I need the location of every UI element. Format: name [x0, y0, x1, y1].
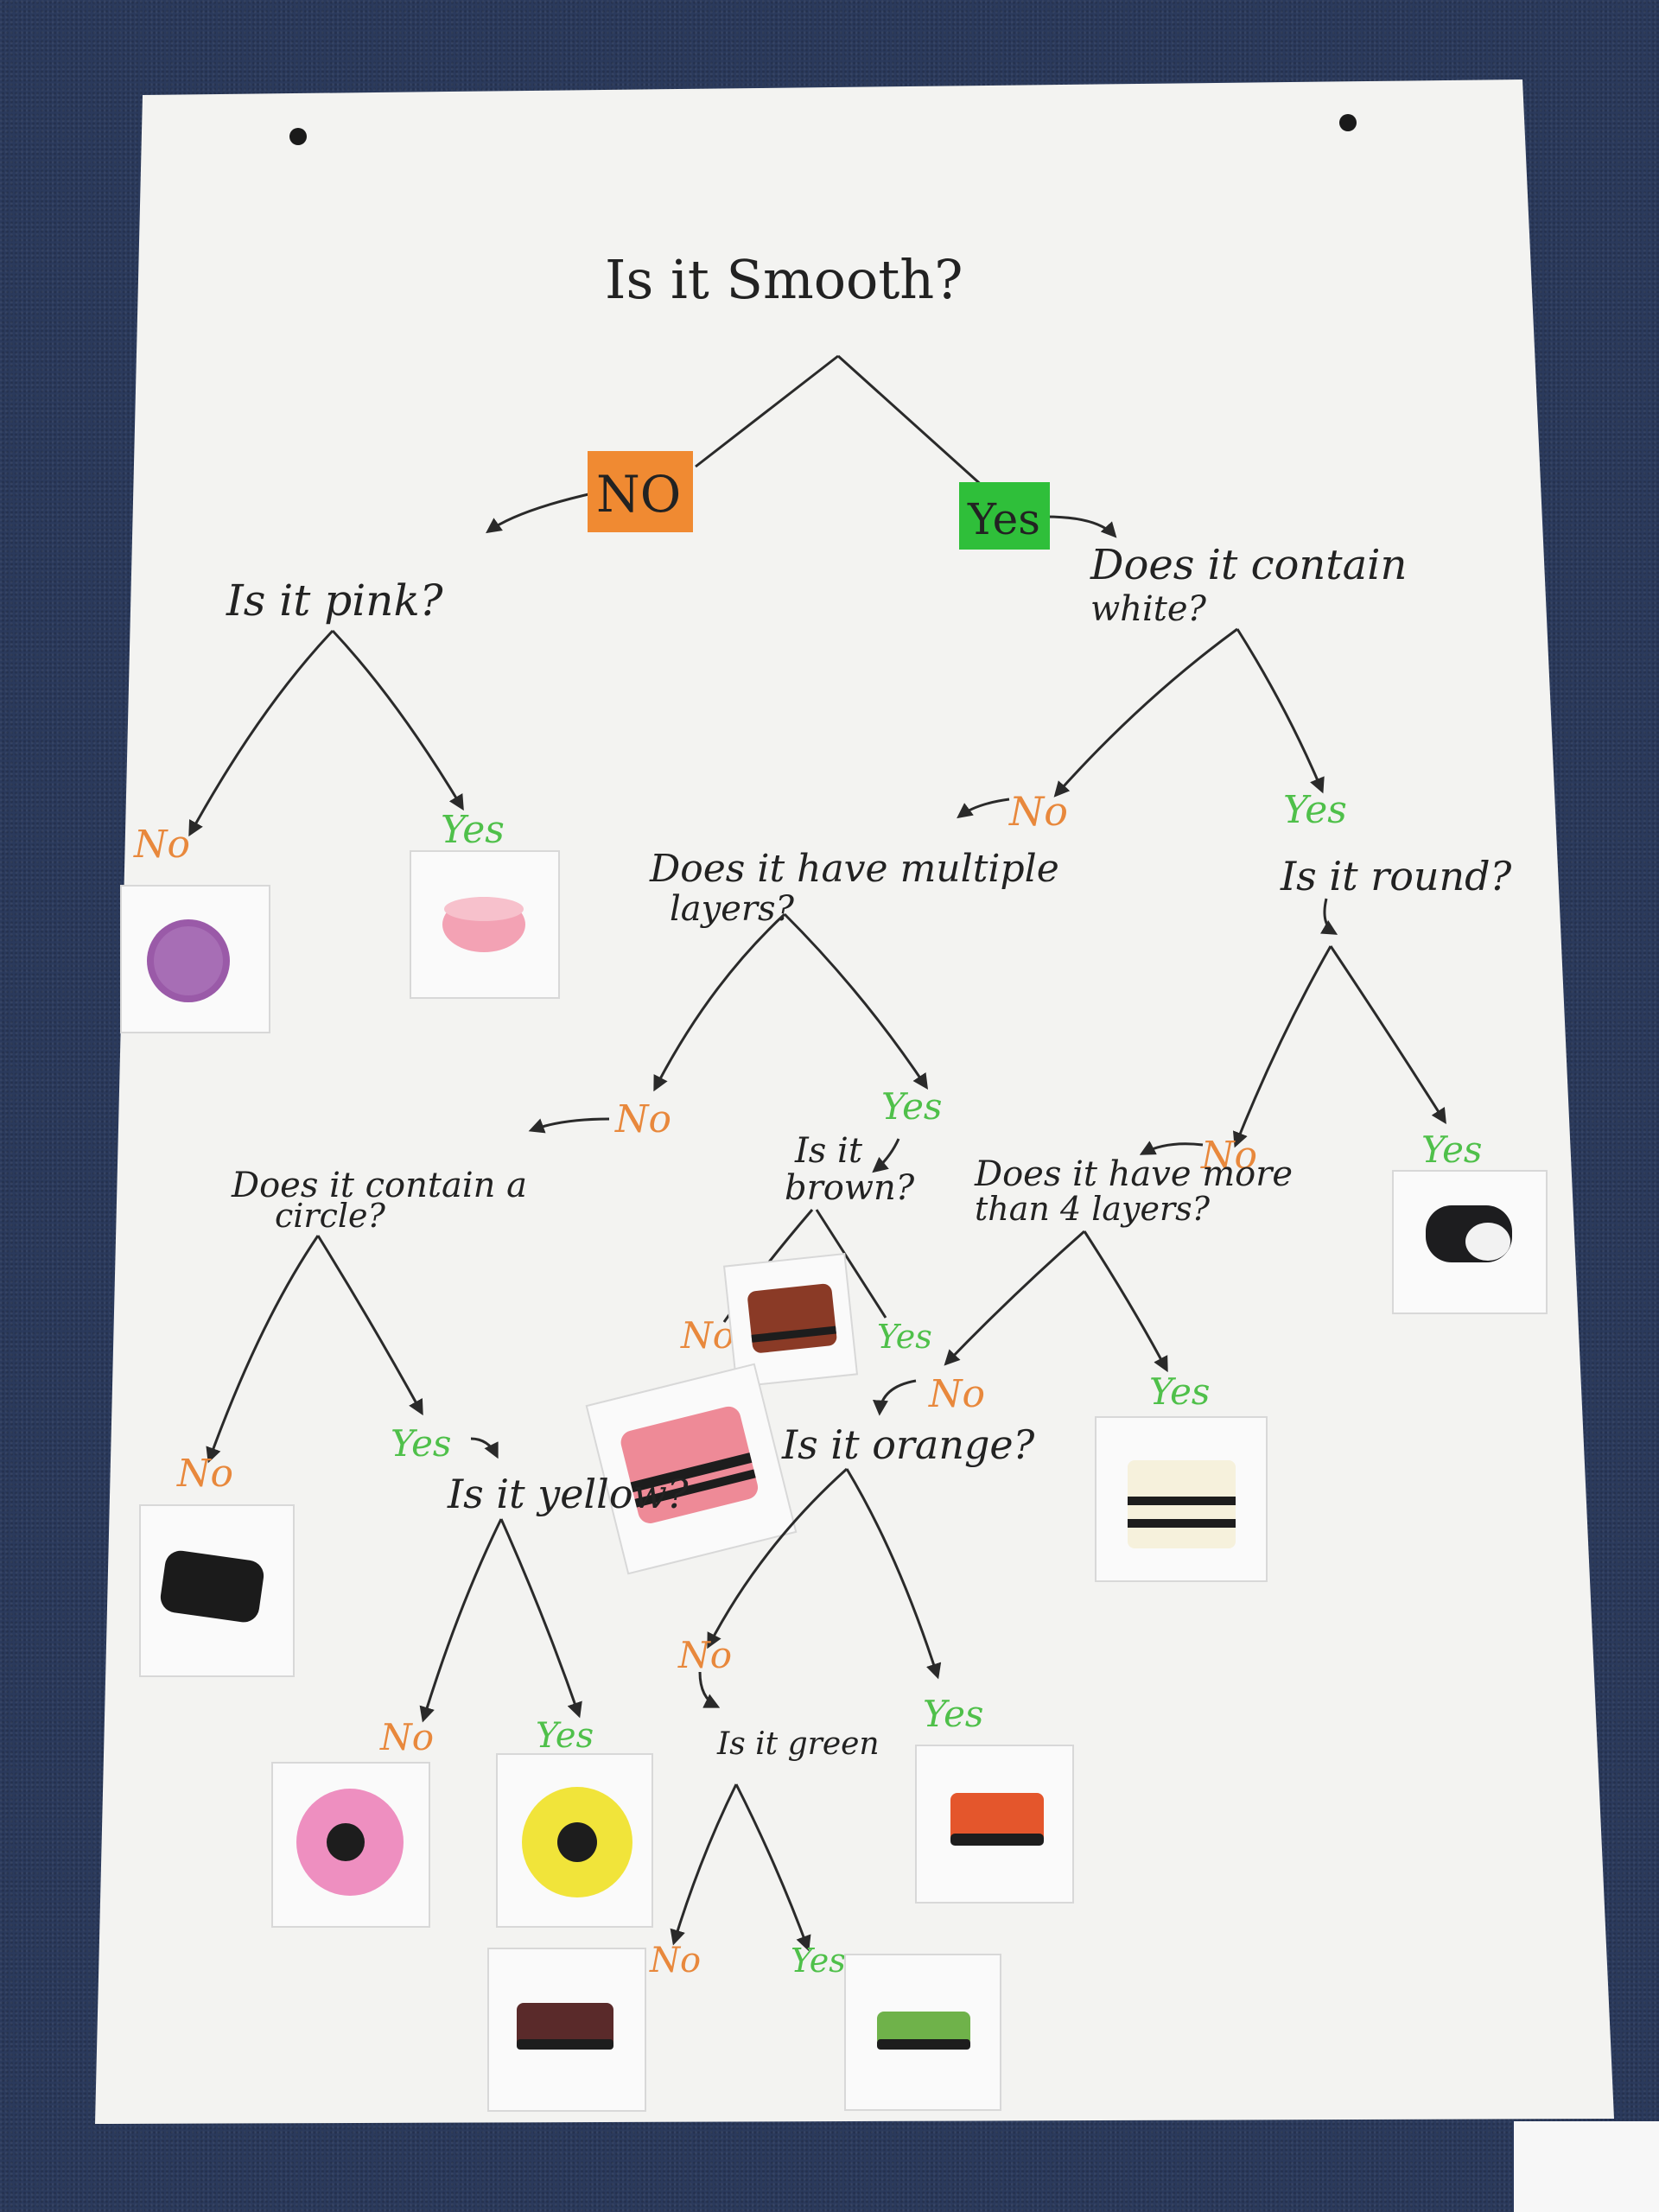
question-pink: Is it pink? [226, 575, 444, 626]
sweet-card-yellow-circle [496, 1753, 653, 1928]
no-box-label: NO [596, 465, 681, 524]
question-layers-1: Does it have multiple [649, 847, 1059, 891]
label-yes: Yes [441, 808, 505, 852]
sweet-card-orange-layers [915, 1745, 1074, 1904]
label-yes: Yes [877, 1318, 932, 1356]
sweet-card-pink-coconut [410, 850, 560, 999]
label-yes: Yes [791, 1942, 846, 1980]
label-yes: Yes [1421, 1128, 1483, 1171]
no-box [588, 451, 693, 532]
sweet-card-brown-layers [722, 1252, 859, 1389]
label-yes: Yes [881, 1085, 943, 1128]
sweet-card-purple [120, 885, 270, 1033]
label-no: No [677, 1634, 732, 1676]
paper-sheet [95, 79, 1614, 2124]
question-brown-2: brown? [785, 1168, 915, 1208]
sweet-card-black-white-roll [1392, 1170, 1548, 1314]
sweet-card-pink-circle [271, 1762, 430, 1928]
sweet-card-pink-layers [585, 1363, 798, 1575]
question-yellow: Is it yellow? [447, 1471, 689, 1517]
label-no: No [176, 1452, 233, 1496]
yes-box-label: Yes [967, 494, 1040, 544]
sweet-card-green-layers [844, 1954, 1001, 2111]
question-brown-1: Is it [794, 1131, 863, 1171]
root-branches [486, 354, 1117, 538]
yes-box [959, 482, 1050, 550]
question-orange: Is it orange? [781, 1421, 1035, 1468]
sweet-card-brown-square [487, 1948, 646, 2112]
question-circle-2: circle? [275, 1197, 386, 1235]
label-yes: Yes [1149, 1370, 1211, 1413]
sweet-card-black-roll [139, 1504, 295, 1677]
question-more4-1: Does it have more [974, 1154, 1293, 1194]
label-yes: Yes [536, 1716, 594, 1756]
label-yes: Yes [1283, 788, 1347, 832]
question-round: Is it round? [1280, 853, 1512, 899]
page-title: Is it Smooth? [605, 248, 963, 311]
question-green: Is it green [716, 1726, 880, 1762]
question-circle-1: Does it contain a [231, 1166, 527, 1205]
label-no: No [649, 1941, 701, 1980]
label-no: No [1008, 788, 1068, 835]
label-yes: Yes [923, 1693, 984, 1735]
label-no: No [133, 823, 190, 867]
pin-hole-left [289, 128, 307, 145]
pin-hole-right [1339, 114, 1357, 131]
sweet-card-white-black-layers [1095, 1416, 1268, 1582]
corner-paper [1514, 2121, 1659, 2212]
label-yes: Yes [391, 1422, 452, 1465]
label-no: No [614, 1097, 671, 1141]
label-no: No [1200, 1134, 1257, 1178]
question-white-1: Does it contain [1090, 541, 1407, 589]
question-white-2: white? [1090, 589, 1207, 629]
question-layers-2: layers? [670, 889, 795, 929]
label-no: No [680, 1314, 734, 1357]
label-no: No [928, 1372, 985, 1416]
question-more4-2: than 4 layers? [975, 1190, 1211, 1228]
label-no: No [379, 1716, 434, 1758]
